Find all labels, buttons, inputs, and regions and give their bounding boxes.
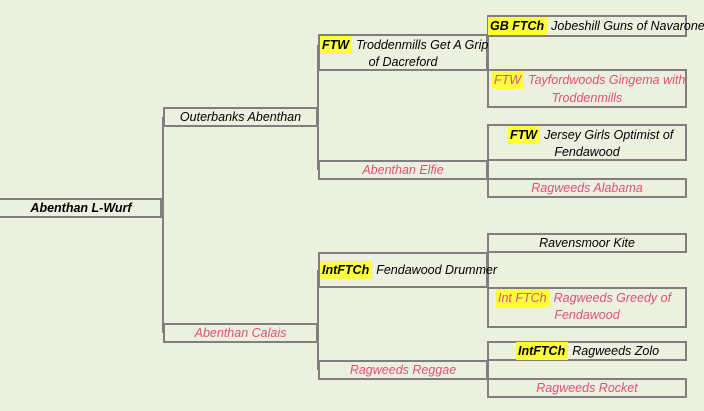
title-badge: Int FTCh (496, 289, 550, 307)
ggp6-box (487, 287, 687, 328)
dam-sire-box (318, 252, 488, 288)
ggp2-line2: Troddenmills (551, 91, 623, 105)
dam-sire-name: Fendawood Drummer (376, 263, 498, 277)
ggp2-name-part1: Tayfordwoods Gingema with (528, 73, 686, 87)
ggp7-name: Ragweeds Zolo (572, 344, 660, 358)
dam-box (163, 323, 318, 343)
ggp4-name: Ragweeds Alabama (531, 181, 643, 195)
title-badge: FTW (508, 126, 541, 144)
sire-sire-name-part1: Troddenmills Get A Grip (356, 38, 489, 52)
ggp8-box (487, 378, 687, 398)
ggp2-box (487, 69, 687, 108)
title-badge: GB FTCh (488, 17, 548, 35)
title-badge: FTW (492, 71, 525, 89)
ggp5-name: Ravensmoor Kite (539, 236, 635, 250)
title-badge: IntFTCh (516, 342, 569, 360)
dam-dam-name: Ragweeds Reggae (349, 363, 457, 377)
ggp3-line2: Fendawood (554, 145, 620, 159)
sire-name: Outerbanks Abenthan (179, 110, 302, 124)
title-badge: IntFTCh (320, 261, 373, 279)
sire-dam-name: Abenthan Elfie (362, 163, 444, 177)
ggp1-name: Jobeshill Guns of Navarone (551, 19, 704, 33)
ggp3-box (487, 124, 687, 161)
ggp7-box (487, 341, 687, 361)
ggp8-name: Ragweeds Rocket (536, 381, 638, 395)
sire-dam-box (318, 160, 488, 180)
ggp3-name-part1: Jersey Girls Optimist of (544, 128, 674, 142)
ggp6-name-part1: Ragweeds Greedy of (553, 291, 672, 305)
dam-dam-box (318, 360, 488, 380)
ggp6-line2: Fendawood (554, 308, 620, 322)
sire-box (163, 107, 318, 127)
ggp4-box (487, 178, 687, 198)
ggp5-box (487, 233, 687, 253)
dam-name: Abenthan Calais (194, 326, 287, 340)
title-badge: FTW (320, 36, 353, 54)
subject-box (0, 198, 162, 218)
sire-sire-line2: of Dacreford (368, 55, 438, 69)
subject-name: Abenthan L-Wurf (30, 201, 132, 215)
sire-sire-box (318, 34, 488, 71)
